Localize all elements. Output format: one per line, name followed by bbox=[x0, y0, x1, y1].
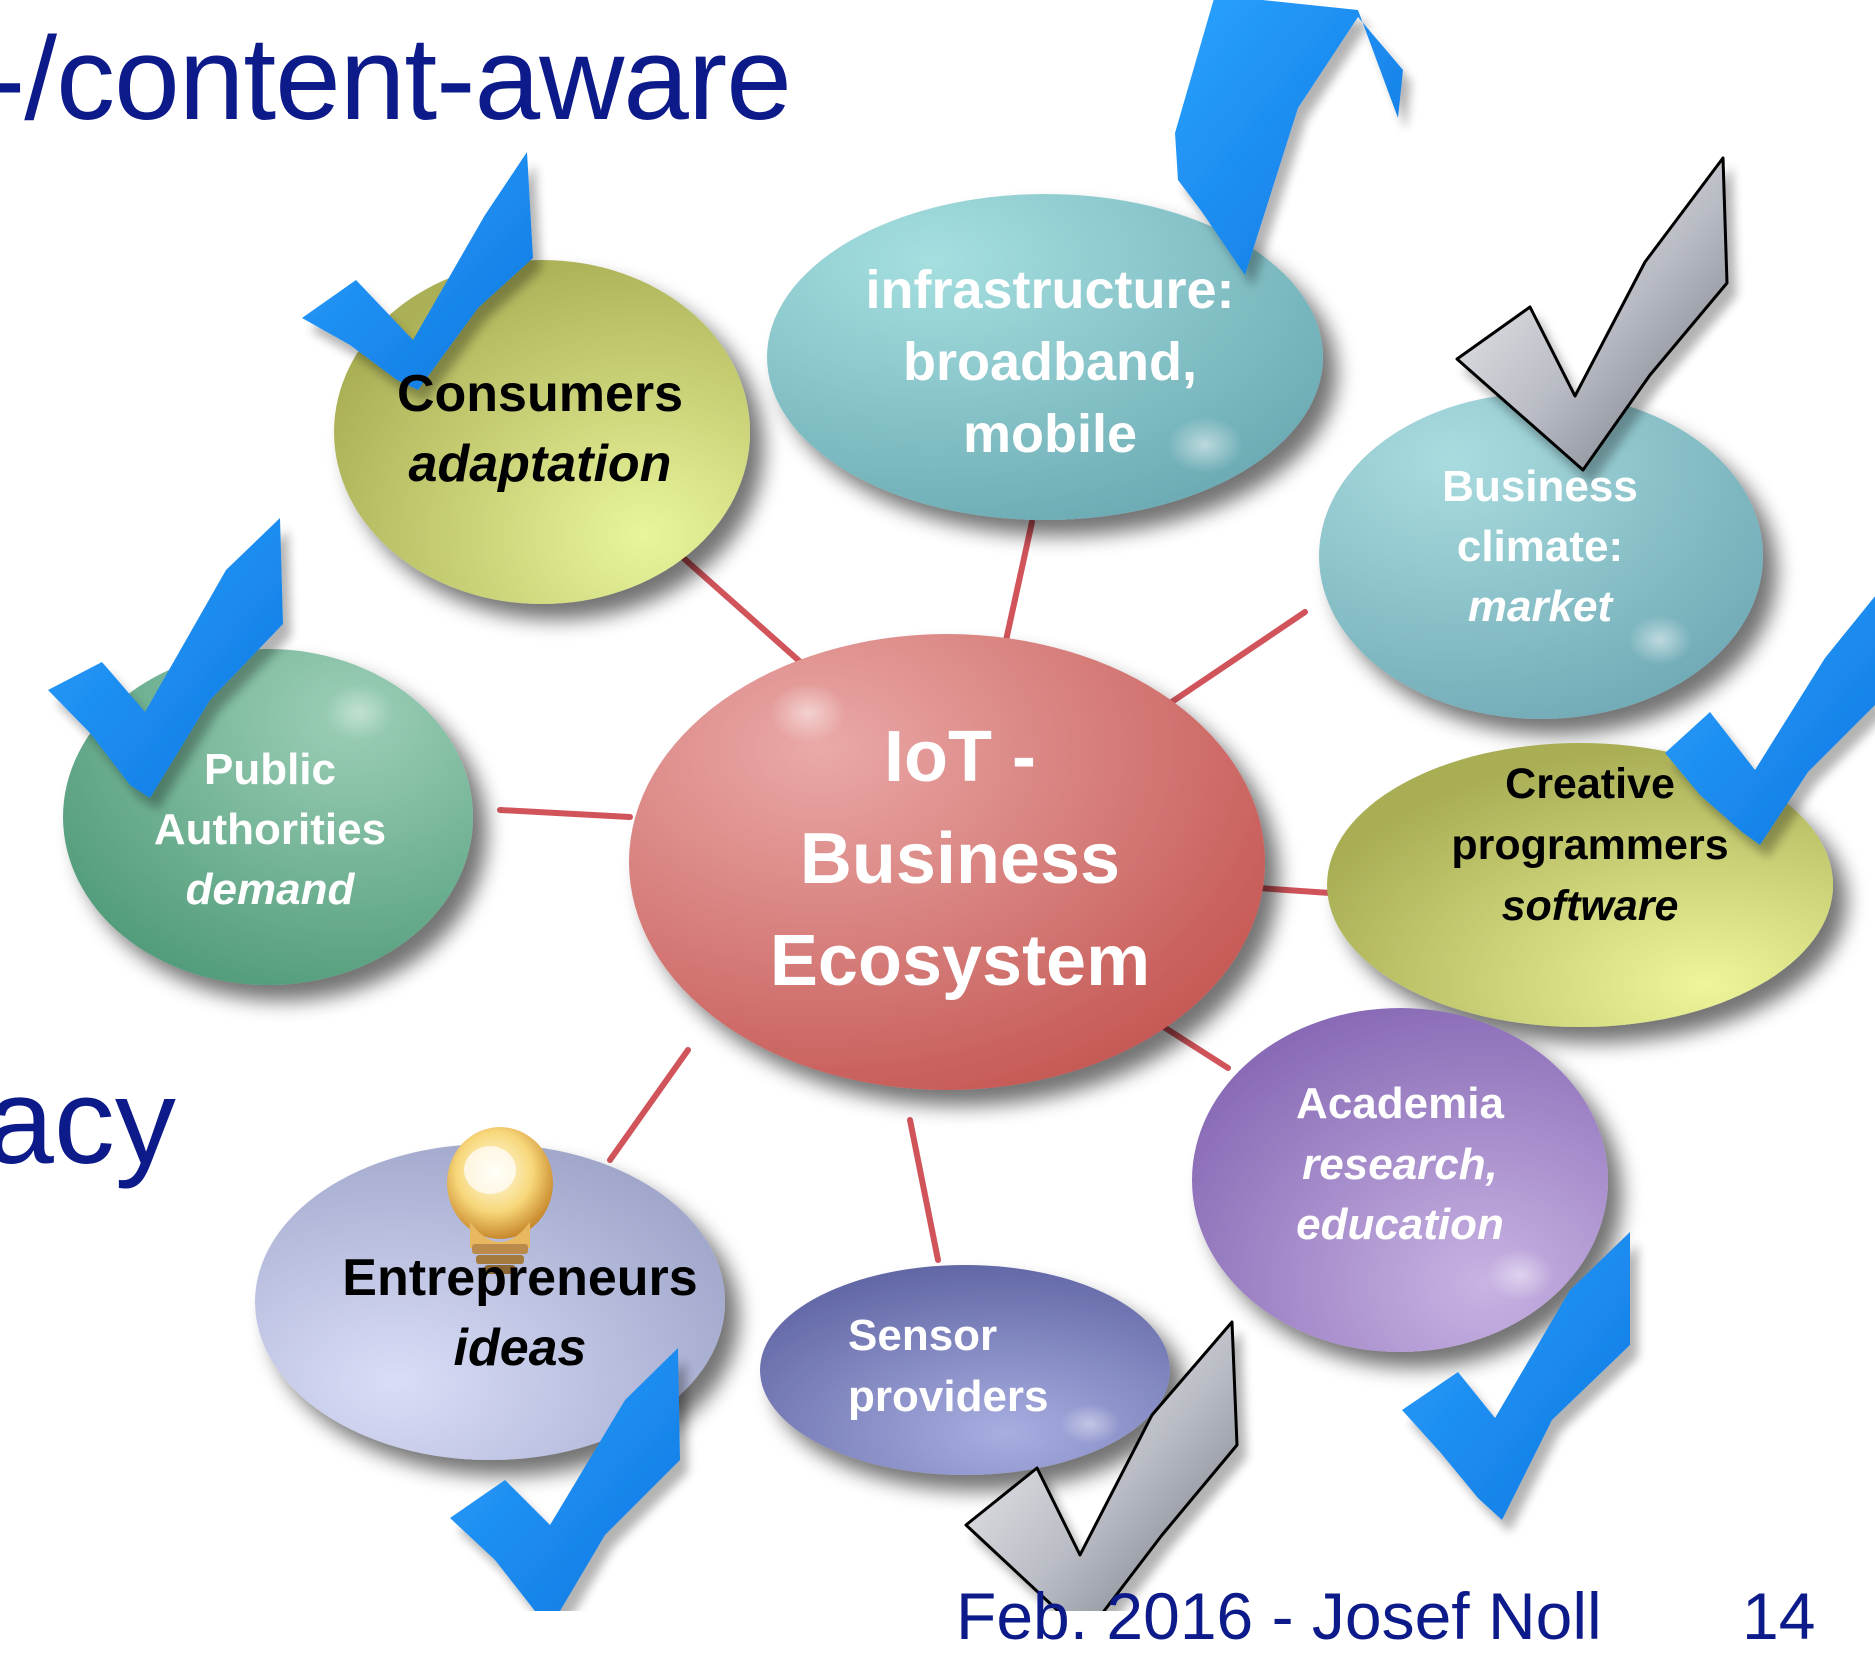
bubble-business-climate bbox=[1319, 393, 1763, 719]
label-line: mobile bbox=[962, 403, 1138, 464]
label-subtitle: demand bbox=[185, 864, 355, 914]
label-line: IoT - bbox=[884, 717, 1036, 797]
label-center: IoT - Business Ecosystem bbox=[680, 706, 1240, 1013]
label-line: Creative bbox=[1505, 760, 1675, 808]
label-consumers: Consumers adaptation bbox=[300, 360, 780, 499]
connector-entrepreneurs bbox=[607, 1047, 691, 1163]
bubble-sensor-providers bbox=[760, 1265, 1170, 1475]
label-subtitle: ideas bbox=[453, 1318, 587, 1377]
lightbulb-icon bbox=[447, 1127, 553, 1274]
page-number: 14 bbox=[1742, 1579, 1816, 1653]
slide-partial-text: acy bbox=[0, 1053, 176, 1189]
connector-sensor bbox=[907, 1117, 941, 1263]
bubble-infrastructure bbox=[767, 194, 1323, 520]
label-line: broadband, bbox=[903, 331, 1197, 392]
label-public-authorities: Public Authorities demand bbox=[120, 740, 420, 919]
bubble-creative-programmers bbox=[1327, 743, 1833, 1027]
label-subtitle: adaptation bbox=[408, 434, 672, 493]
label-infrastructure: infrastructure: broadband, mobile bbox=[800, 255, 1300, 470]
label-title: Entrepreneurs bbox=[342, 1249, 698, 1307]
label-line: Business bbox=[1442, 462, 1638, 511]
label-line: programmers bbox=[1451, 821, 1729, 870]
bubble-entrepreneurs bbox=[255, 1144, 725, 1460]
label-subtitle: research, bbox=[1302, 1139, 1498, 1189]
label-subtitle: education bbox=[1296, 1200, 1504, 1250]
label-creative-programmers: Creative programmers software bbox=[1375, 754, 1805, 937]
check-icon-consumers bbox=[302, 152, 533, 390]
slide-heading: -/content-aware bbox=[0, 13, 792, 145]
check-icon-creative bbox=[1665, 596, 1875, 845]
label-subtitle: market bbox=[1467, 581, 1613, 631]
check-icon-infrastructure bbox=[1175, 0, 1403, 275]
label-business-climate: Business climate: market bbox=[1340, 457, 1740, 636]
label-line: climate: bbox=[1456, 521, 1624, 571]
label-entrepreneurs: Entrepreneurs ideas bbox=[290, 1244, 750, 1383]
label-line: Sensor bbox=[848, 1311, 998, 1360]
label-subtitle: software bbox=[1501, 882, 1679, 931]
connector-consumers bbox=[677, 552, 818, 678]
bubble-academia bbox=[1192, 1008, 1608, 1352]
connector-public-authorities bbox=[497, 807, 633, 820]
check-icon-academia bbox=[1402, 1232, 1630, 1520]
label-line: providers bbox=[848, 1371, 1049, 1421]
check-icon-sensor-providers bbox=[964, 1320, 1239, 1611]
check-icon-business-climate bbox=[1455, 156, 1729, 472]
label-line: Public bbox=[203, 745, 337, 794]
label-line: Authorities bbox=[153, 804, 387, 854]
label-academia: Academia research, education bbox=[1200, 1074, 1600, 1256]
label-title: Consumers bbox=[396, 365, 684, 423]
slide-footer: Feb. 2016 - Josef Noll bbox=[956, 1579, 1602, 1653]
label-sensor-providers: Sensor providers bbox=[848, 1306, 1148, 1427]
label-line: Business bbox=[799, 819, 1121, 900]
ecosystem-diagram bbox=[48, 0, 1875, 1611]
label-title: Academia bbox=[1296, 1079, 1504, 1128]
bubble-center bbox=[629, 634, 1265, 1090]
label-line: Ecosystem bbox=[769, 921, 1151, 1002]
label-line: infrastructure: bbox=[865, 260, 1235, 320]
check-icon-public-authorities bbox=[48, 518, 283, 798]
check-icon-entrepreneurs bbox=[450, 1348, 680, 1611]
